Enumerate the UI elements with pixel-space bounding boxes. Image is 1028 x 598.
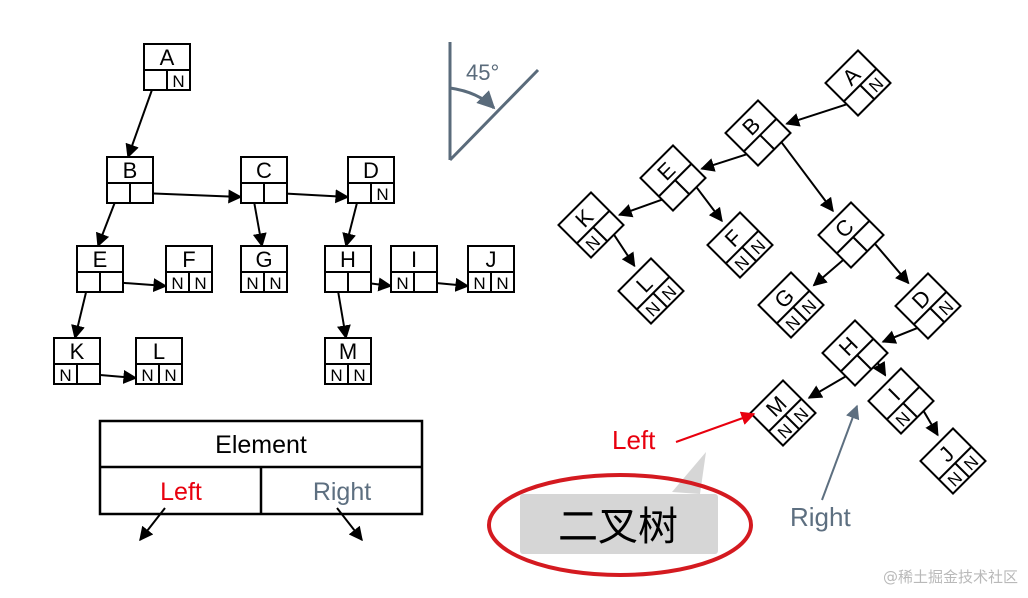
node-label: M [339,339,357,364]
node-pointer-divider [741,246,757,262]
node-left-pointer: N [473,274,485,293]
badge-background [520,494,718,554]
legend-left-arrow [139,507,166,542]
left-node-d: DN [347,156,395,204]
node-label: A [160,45,175,70]
left-node-b: B [106,156,154,204]
node-pointer-divider [954,462,970,478]
node-label: D [363,158,379,183]
node-label: B [123,158,138,183]
legend-right-arrow [336,507,363,542]
node-label: E [93,247,108,272]
right-callout-arrow [821,404,860,501]
node-label: K [70,339,85,364]
node-left-pointer: N [246,274,258,293]
left-callout-arrow [675,411,756,443]
right-node-g: GNN [757,271,825,339]
node-pointer-divider [759,134,775,150]
node-right-pointer: N [496,274,508,293]
node-pointer-divider [674,179,690,195]
node-pointer-divider [792,306,808,322]
right-node-m: MNN [749,379,817,447]
left-node-k: KN [53,337,101,385]
node-left-pointer: N [59,366,71,385]
node-left-pointer: N [141,366,153,385]
right-callout-label: Right [790,502,851,532]
right-node-c: C [817,201,885,269]
title-badge: 二叉树 [487,452,753,577]
left-callout-label: Left [612,425,656,455]
right-node-i: IN [867,367,935,435]
node-right-pointer: N [194,274,206,293]
angle-indicator: 45° [448,42,540,162]
edge-b-c [141,189,243,204]
right-node-h: H [821,319,889,387]
right-callout: Right [790,404,860,532]
badge-ellipse [487,473,753,577]
node-label: L [153,339,165,364]
node-structure-legend: Element Left Right [98,419,424,542]
right-node-k: KN [557,191,625,259]
node-left-pointer: N [330,366,342,385]
node-pointer-divider [856,354,872,370]
node-right-pointer: N [269,274,281,293]
right-node-e: E [639,144,707,212]
edge-a-b [125,79,157,159]
right-node-j: JNN [919,427,987,495]
left-node-h: H [324,245,372,293]
right-node-f: FNN [706,211,774,279]
legend-left-label: Left [160,478,202,506]
left-node-a: AN [143,43,191,91]
angle-arc-arrow [449,86,496,110]
right-node-b: B [724,99,792,167]
node-label: J [486,247,497,272]
legend-right-label: Right [313,478,371,506]
angle-label: 45° [466,60,499,85]
node-pointer-divider [784,414,800,430]
node-left-pointer: N [396,274,408,293]
node-pointer-divider [652,292,668,308]
node-label: G [255,247,272,272]
angle-diagonal-line [448,68,540,162]
node-pointer-divider [929,307,945,323]
node-right-pointer: N [172,72,184,91]
left-callout: Left [612,411,756,455]
node-label: C [256,158,272,183]
node-pointer-divider [859,84,875,100]
right-node-l: LNN [617,257,685,325]
node-right-pointer: N [353,366,365,385]
edge-b-c [774,133,834,213]
node-pointer-divider [852,236,868,252]
badge-title: 二叉树 [558,505,678,549]
node-right-pointer: N [376,185,388,204]
node-right-pointer: N [164,366,176,385]
node-pointer-divider [902,402,918,418]
legend-element-label: Element [215,431,307,459]
node-label: F [182,247,195,272]
node-pointer-divider [592,226,608,242]
left-node-c: C [240,156,288,204]
left-node-i: IN [390,245,438,293]
left-node-e: E [76,245,124,293]
node-label: I [411,247,417,272]
watermark: @稀土掘金技术社区 [882,568,1018,586]
node-left-pointer: N [171,274,183,293]
node-label: H [340,247,356,272]
left-tree-edges [71,79,470,384]
